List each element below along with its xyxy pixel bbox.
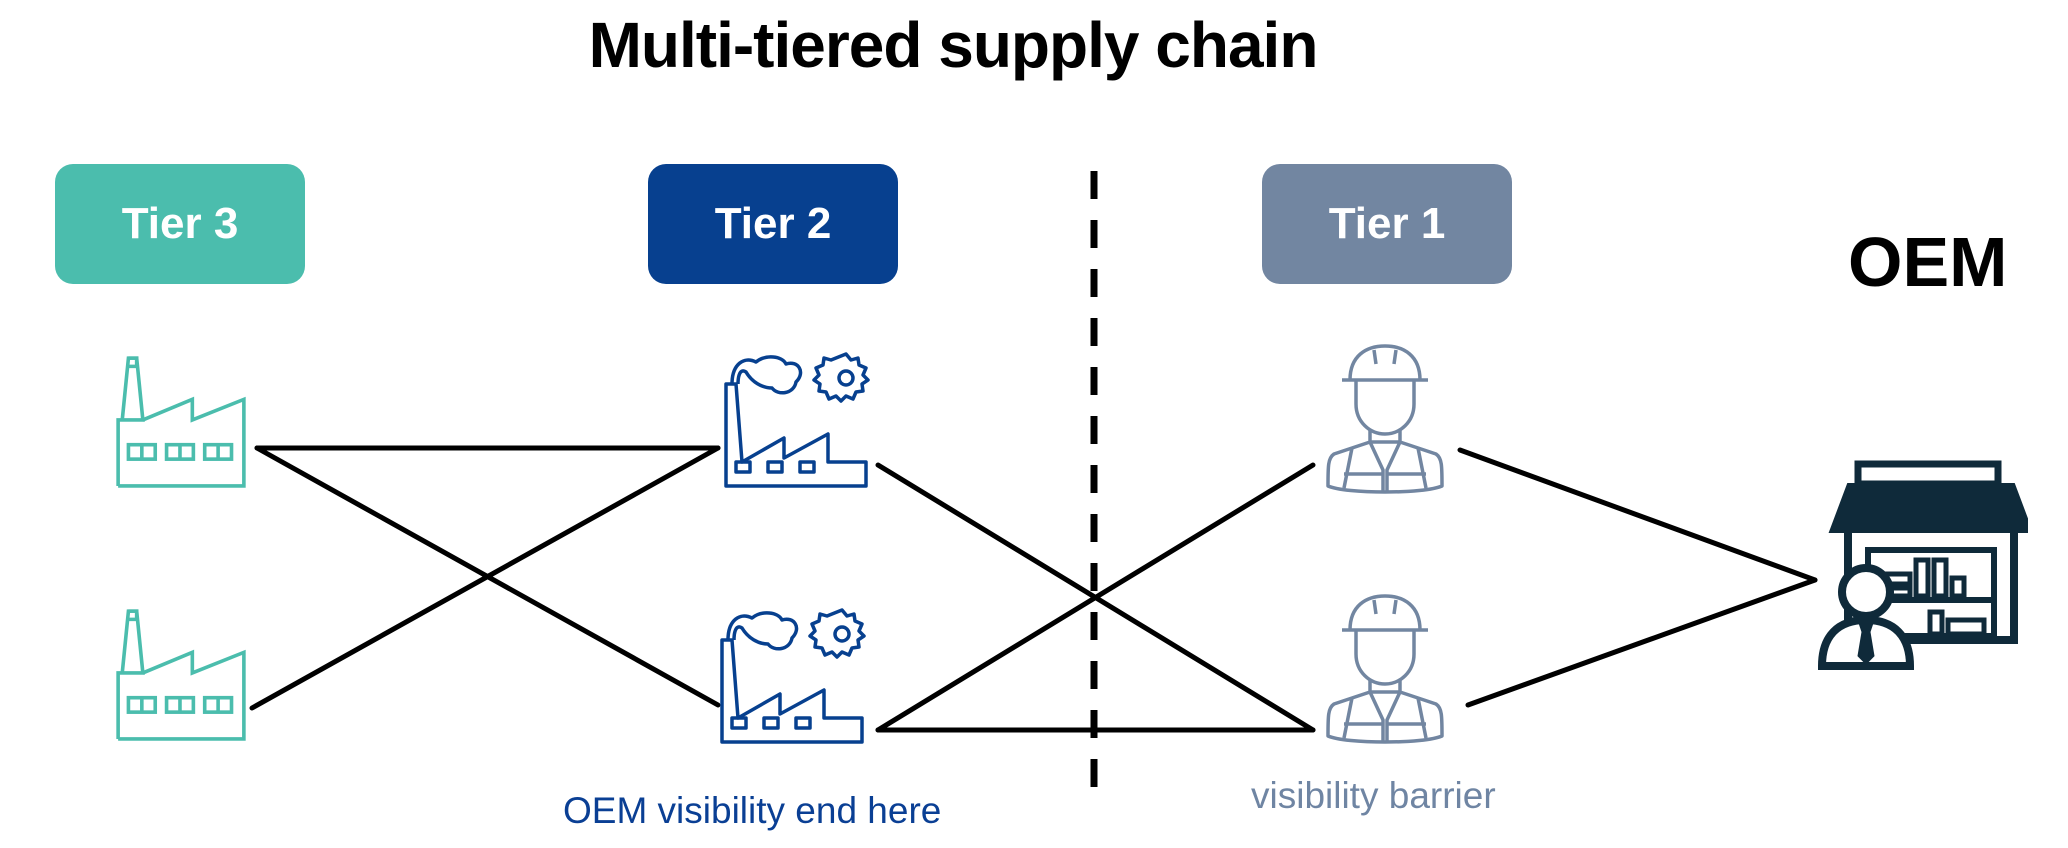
diagram-title: Multi-tiered supply chain (588, 9, 1319, 81)
factory-gear-icon (724, 352, 870, 488)
tier-1-label: Tier 1 (1328, 199, 1446, 248)
connection-t2b-t1a (875, 462, 1316, 733)
worker-icon (1326, 594, 1444, 744)
factory-icon (116, 609, 246, 741)
tier-3-label: Tier 3 (121, 199, 239, 248)
visibility-barrier-caption: visibility barrier (1251, 775, 1496, 816)
factory-icon (116, 356, 246, 488)
connection-t1b-oem (1465, 577, 1818, 708)
worker-icon (1326, 344, 1444, 494)
tier-3-header: Tier 3 (55, 164, 305, 284)
tier-1-header: Tier 1 (1262, 164, 1512, 284)
tier-2-header: Tier 2 (648, 164, 898, 284)
factory-gear-icon (720, 608, 866, 744)
connection-t3b-t2a (249, 445, 721, 711)
store-manager-icon (1818, 460, 2028, 670)
oem-label: OEM (1848, 223, 2008, 301)
oem-visibility-caption: OEM visibility end here (563, 790, 942, 831)
connection-t1a-oem (1457, 447, 1818, 583)
tier-2-label: Tier 2 (714, 199, 832, 248)
